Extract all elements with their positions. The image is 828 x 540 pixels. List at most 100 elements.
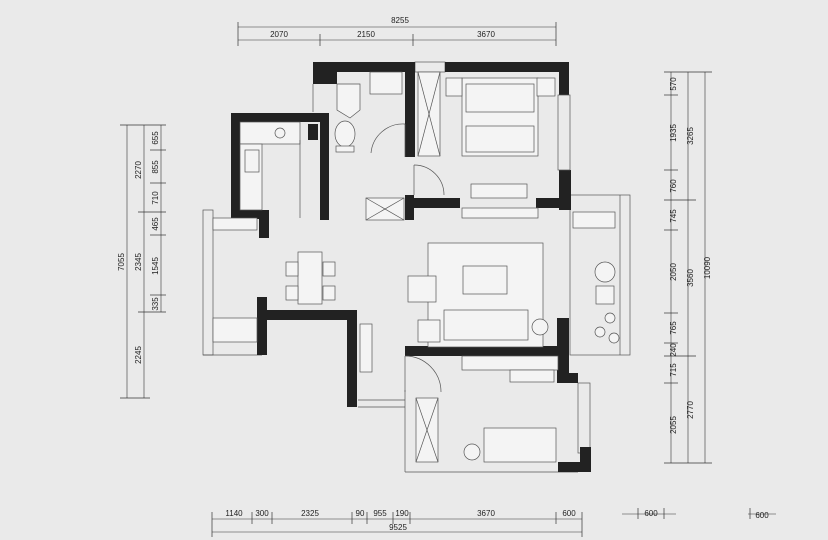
coffee-table [462,265,508,295]
bottom-right-label: 600 [755,511,769,520]
stove-icon [274,127,286,139]
bay-window [577,382,591,454]
toilet-icon [334,120,356,148]
doors [370,123,445,393]
left-inner-label: 335 [151,297,160,311]
left-inner-label: 710 [151,191,160,205]
balcony-cabinet [572,211,616,229]
dining-chair [285,261,299,277]
armchair [407,275,437,303]
left-mid-label: 2270 [134,161,143,179]
left-mid-label: 2245 [134,346,143,364]
balcony-chair [595,285,615,305]
top-window [414,61,446,73]
bottom-total-label: 9525 [389,523,407,532]
washing-machine [212,317,258,343]
right-inner-label: 2050 [669,263,678,281]
wall-segment [445,62,569,72]
wall-segment [320,113,329,220]
furniture [212,71,620,463]
right-inner-label: 2055 [669,416,678,434]
bath-door-swing [370,123,406,154]
nightstand [536,77,556,97]
bottom-segment-label: 300 [255,509,269,518]
left-window-bay [202,209,214,356]
wall-segment [536,198,571,208]
top-dimension-group: 8255 2070 2150 3670 [237,16,557,46]
side-table [531,318,549,336]
wall-segment [405,198,460,208]
sofa-bed [483,427,557,463]
wall-segment [558,462,591,472]
left-dimension-group: 7055 2270 2345 2245 655 855 710 465 1545… [117,124,166,399]
walls [231,62,591,472]
right-inner-label: 715 [669,363,678,377]
left-inner-label: 465 [151,217,160,231]
wall-segment [405,346,560,356]
wall-segment [259,210,269,238]
bottom-segment-label: 3670 [477,509,495,518]
wall-segment [405,62,415,157]
left-total-label: 7055 [117,253,126,271]
balcony-outline [569,194,631,356]
right-inner-label: 745 [669,209,678,223]
bottom-segment-label: 2325 [301,509,319,518]
tv-unit [461,207,539,219]
right-mid-label: 3265 [686,127,695,145]
end-table [417,319,441,343]
nightstand [445,77,463,97]
right-mid-label: 2770 [686,401,695,419]
right-inner-label: 1935 [669,124,678,142]
wall-segment [557,373,578,383]
balcony-table [594,261,616,283]
bath-shower [336,83,361,119]
left-inner-label: 1545 [151,257,160,275]
wall-cabinet [359,323,373,373]
top-segment-label: 2150 [357,30,375,39]
bedroom2-door-swing [404,355,442,393]
right-inner-label: 765 [669,321,678,335]
dining-chair [322,261,336,277]
top-total-label: 8255 [391,16,409,25]
desk [470,183,528,199]
bottom-dimension-group: 1140 300 2325 90 955 190 3670 600 9525 6… [211,508,776,537]
bottom-right-label: 600 [644,509,658,518]
cabinet-diagonal [415,397,439,463]
thin-outlines [202,61,631,473]
wall-segment [347,310,357,407]
wall-segment [405,195,414,220]
right-inner-label: 570 [669,77,678,91]
wall-segment [580,447,591,472]
wall-segment [231,210,269,219]
wall-segment [257,297,267,355]
kitchen-counter [239,121,301,145]
wall-segment [559,62,569,95]
bottom-segment-label: 90 [356,509,365,518]
dining-chair [322,285,336,301]
bottom-segment-label: 190 [395,509,409,518]
toilet-tank [335,145,355,153]
bedroom-door-swing [413,164,445,196]
bottom-segment-label: 1140 [225,509,243,518]
right-inner-label: 240 [669,343,678,357]
left-inner-label: 855 [151,160,160,174]
bed-pillow [465,83,535,113]
window-counter [212,217,258,231]
wall-segment [557,318,569,383]
sofa-icon [443,309,529,341]
plant-icon [594,326,606,338]
wardrobe-2 [461,355,559,371]
dining-chair [285,285,299,301]
plant-icon [608,332,620,344]
wall-segment [257,310,357,320]
top-segment-label: 2070 [270,30,288,39]
top-segment-label: 3670 [477,30,495,39]
bottom-segment-label: 600 [562,509,576,518]
bath-vanity [369,71,403,95]
wardrobe-diagonal [417,71,441,157]
left-mid-label: 2345 [134,253,143,271]
dining-table [297,251,323,305]
wall-segment [322,72,337,84]
left-inner-label: 655 [151,131,160,145]
